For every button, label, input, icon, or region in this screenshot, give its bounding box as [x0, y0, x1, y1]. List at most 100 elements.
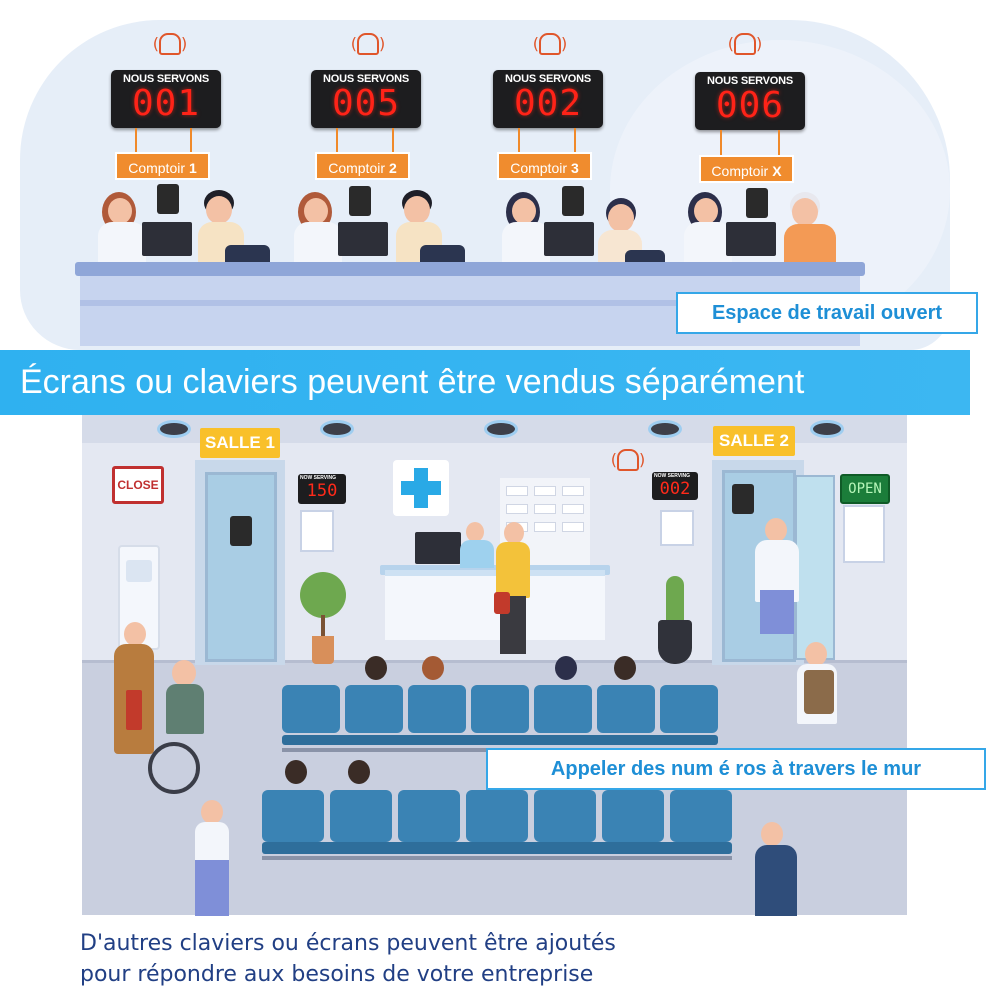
close-sign: CLOSE	[112, 466, 164, 504]
display-header: NOUS SERVONS	[706, 75, 794, 87]
counter-label-id: 1	[189, 160, 197, 176]
patient-head	[172, 660, 196, 686]
ceiling-light	[484, 420, 518, 438]
bell-icon: ()	[727, 33, 763, 55]
counter-label-id: 2	[389, 160, 397, 176]
drawer	[534, 522, 556, 532]
staff-body	[294, 222, 342, 262]
staff-head	[694, 198, 718, 224]
bell-icon: ()	[350, 33, 386, 55]
plant-stem	[321, 615, 325, 637]
counter-display-x: NOUS SERVONS 006	[695, 72, 805, 130]
bell-icon: ()	[152, 33, 188, 55]
ceiling-light	[810, 420, 844, 438]
keypad-icon	[349, 186, 371, 216]
drawer	[534, 504, 556, 514]
display-number: 002	[659, 479, 691, 499]
call-through-wall-label: Appeler des num é ros à travers le mur	[486, 748, 986, 790]
counter-label-prefix: Comptoir	[328, 160, 385, 176]
cactus-pot	[658, 620, 692, 664]
waiting-chair	[398, 790, 460, 842]
waiting-chair	[670, 790, 732, 842]
drawer	[506, 504, 528, 514]
ceiling-light	[157, 420, 191, 438]
caregiver-bag	[126, 690, 142, 730]
patient-head	[365, 656, 387, 680]
waiting-chair	[262, 790, 324, 842]
patient-head	[285, 760, 307, 784]
counter-label-prefix: Comptoir	[510, 160, 567, 176]
patient-head	[555, 656, 577, 680]
patient-body	[166, 684, 204, 734]
monitor	[142, 222, 192, 256]
display-number: 006	[715, 85, 785, 126]
room-1-door[interactable]	[205, 472, 277, 662]
counter-label-id: X	[772, 163, 782, 179]
staff-head	[108, 198, 132, 224]
connector-line	[392, 128, 394, 152]
display-header: NOW SERVING	[300, 475, 337, 481]
display-number: 001	[131, 83, 201, 124]
customer-head	[608, 204, 634, 232]
staff-body	[502, 222, 550, 262]
nurse-body	[460, 540, 494, 568]
keypad-icon	[732, 484, 754, 514]
monitor	[415, 532, 461, 564]
plant-pot	[312, 636, 334, 664]
room-2-display: NOW SERVING 002	[652, 472, 698, 500]
footer-line-2: pour répondre aux besoins de votre entre…	[80, 962, 594, 987]
handbag	[494, 592, 510, 614]
counter-display-3: NOUS SERVONS 002	[493, 70, 603, 128]
bell-icon: ()	[532, 33, 568, 55]
counter-display-2: NOUS SERVONS 005	[311, 70, 421, 128]
staff-skirt	[760, 590, 794, 634]
keypad-icon	[746, 188, 768, 218]
nurse-head	[466, 522, 484, 542]
display-number: 002	[513, 83, 583, 124]
keypad-icon	[157, 184, 179, 214]
staff-body	[98, 222, 146, 262]
nurse-skirt	[195, 860, 229, 916]
footer-text: D'autres claviers ou écrans peuvent être…	[80, 928, 960, 990]
room-1-display: NOW SERVING 150	[298, 474, 346, 504]
counter-label-prefix: Comptoir	[711, 163, 769, 179]
footer-line-1: D'autres claviers ou écrans peuvent être…	[80, 931, 616, 956]
connector-line	[574, 128, 576, 152]
waiting-chair-row-base	[262, 856, 732, 860]
connector-line	[518, 128, 520, 152]
waiting-chair	[282, 685, 340, 733]
patient-head	[614, 656, 636, 680]
visitor-head	[761, 822, 783, 846]
counter-display-1: NOUS SERVONS 001	[111, 70, 221, 128]
waiting-chair	[534, 685, 592, 733]
drawer	[534, 486, 556, 496]
customer-head	[404, 196, 430, 224]
connector-line	[190, 128, 192, 152]
wall-poster	[843, 505, 885, 563]
monitor	[544, 222, 594, 256]
drawer	[506, 486, 528, 496]
open-sign: OPEN	[840, 474, 890, 504]
counter-desk-trim	[80, 300, 860, 306]
display-header: NOUS SERVONS	[504, 73, 592, 85]
drawer	[562, 486, 584, 496]
banner-text: Écrans ou claviers peuvent être vendus s…	[20, 363, 805, 401]
customer-head	[792, 198, 818, 226]
room-2-sign: SALLE 2	[713, 426, 795, 456]
backpack	[804, 670, 834, 714]
connector-line	[135, 128, 137, 152]
connector-line	[778, 130, 780, 155]
room-2-door-open-panel	[795, 475, 835, 660]
floor-line	[82, 660, 907, 663]
patient-head	[348, 760, 370, 784]
waiting-chair	[534, 790, 596, 842]
ceiling-light	[320, 420, 354, 438]
visitor-body	[755, 845, 797, 916]
visitor-head	[805, 642, 827, 666]
display-header: NOUS SERVONS	[122, 73, 210, 85]
wall-poster	[660, 510, 694, 546]
counter-label-id: 3	[571, 160, 579, 176]
